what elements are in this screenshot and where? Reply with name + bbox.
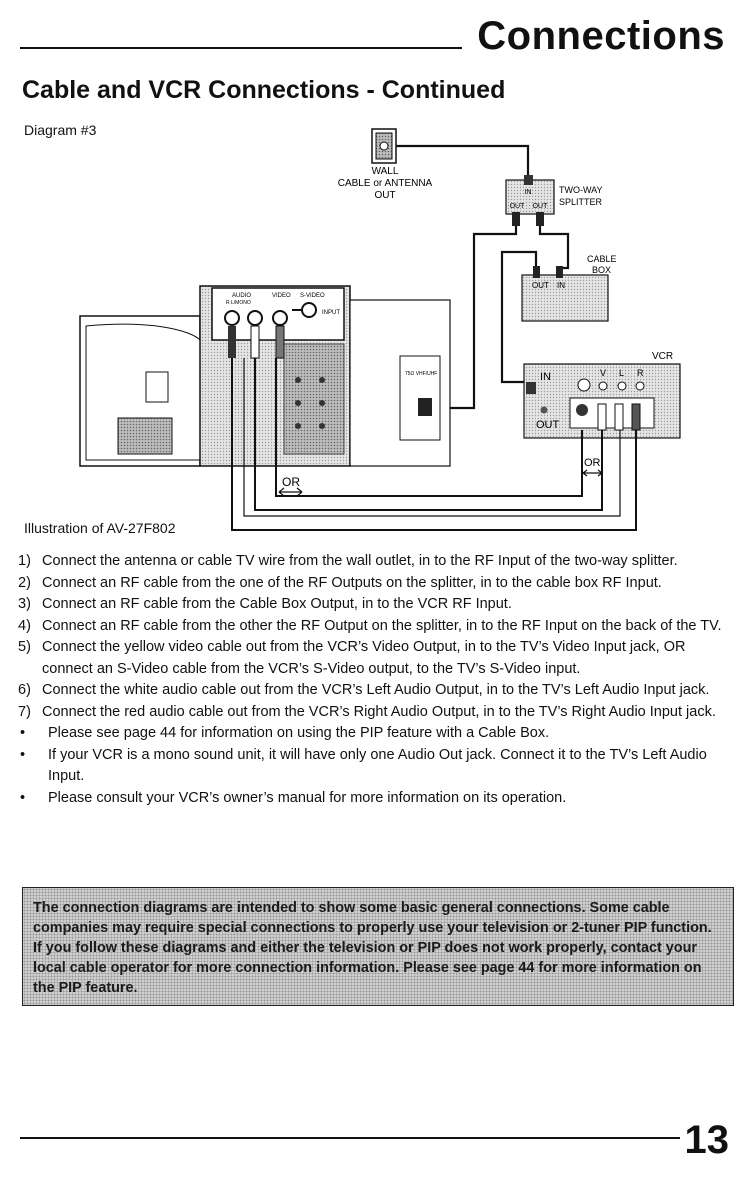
bullet-mark: • [20, 725, 26, 741]
step-item: 5) Connect the yellow video cable out fro… [18, 637, 738, 680]
or-arrow-vcr [582, 469, 603, 477]
two-way-splitter [505, 175, 555, 226]
step-text: Connect the yellow video cable out from … [42, 639, 686, 677]
or-label-tv: OR [282, 475, 300, 489]
step-number: 1) [18, 553, 31, 569]
step-number: 3) [18, 596, 31, 612]
wall-to-splitter-cable [396, 144, 530, 180]
splitter-out1-label: OUT [510, 203, 526, 210]
header-rule [20, 47, 462, 49]
video-cable [275, 358, 583, 497]
note-box: The connection diagrams are intended to … [22, 887, 734, 1006]
step-text: Connect the white audio cable out from t… [42, 682, 710, 698]
step-text: Connect the red audio cable out from the… [42, 703, 716, 720]
step-number: 6) [18, 682, 31, 698]
step-number: 2) [18, 574, 31, 591]
tv-set [79, 285, 451, 467]
step-text: Connect an RF cable from the Cable Box O… [42, 596, 512, 612]
or-arrow-tv [278, 487, 303, 497]
cable-box-label-2: BOX [592, 265, 611, 275]
tv-audio-sub-label: R L/MONO [226, 300, 251, 306]
illustration-label: Illustration of AV-27F802 [24, 520, 176, 536]
tv-svideo-label: S-VIDEO [300, 293, 325, 299]
splitter-out2-label: OUT [533, 203, 549, 210]
wall-label-1: WALL [372, 166, 399, 177]
left-audio-cable [254, 358, 603, 511]
tv-input-label: INPUT [322, 310, 340, 316]
bullet-item: • If your VCR is a mono sound unit, it wi… [18, 745, 738, 788]
bullet-text: Please consult your VCR’s owner’s manual… [48, 789, 567, 806]
note-text: The connection diagrams are intended to … [33, 900, 712, 996]
cable-box-label-1: CABLE [587, 254, 617, 264]
or-label-vcr: OR [584, 457, 601, 469]
step-item: 2) Connect an RF cable from the one of th… [18, 573, 738, 595]
instruction-list: 1) Connect the antenna or cable TV wire f… [18, 551, 738, 809]
step-item: 3) Connect an RF cable from the Cable Box… [18, 594, 738, 616]
vcr-l-label: L [619, 368, 624, 378]
step-number: 5) [18, 639, 31, 655]
connection-diagram: WALL CABLE or ANTENNA OUT IN OUT OUT TWO… [79, 128, 681, 531]
bullet-item: • Please consult your VCR’s owner’s manua… [18, 788, 738, 810]
diagram-label: Diagram #3 [24, 122, 97, 138]
splitter-label-2: SPLITTER [559, 197, 603, 207]
vcr-r-label: R [637, 368, 644, 378]
tv-audio-label: AUDIO [232, 293, 251, 299]
tv-rf-label: 75Ω VHF/UHF [405, 371, 437, 377]
page-title: Connections [477, 14, 725, 58]
splitter-label-1: TWO-WAY [559, 185, 603, 195]
vcr-label: VCR [652, 351, 673, 362]
step-item: 4) Connect an RF cable from the other the… [18, 616, 738, 638]
bullet-text: If your VCR is a mono sound unit, it wil… [48, 746, 707, 785]
step-text: Connect an RF cable from the one of the … [42, 574, 662, 591]
svideo-cable [243, 358, 621, 517]
splitter-to-cablebox-cable [538, 226, 570, 270]
vcr-in-label: IN [540, 371, 551, 383]
cable-box-out-label: OUT [532, 281, 549, 290]
vcr [523, 363, 681, 439]
right-audio-cable [231, 358, 637, 531]
bullet-text: Please see page 44 for information on us… [48, 725, 550, 741]
bullet-mark: • [20, 789, 26, 806]
bullet-mark: • [20, 746, 26, 763]
wall-label-2: CABLE or ANTENNA [338, 178, 433, 189]
wall-outlet [371, 128, 397, 164]
step-number: 7) [18, 703, 31, 720]
step-text: Connect the antenna or cable TV wire fro… [42, 553, 678, 569]
bullet-item: • Please see page 44 for information on u… [18, 723, 738, 745]
step-item: 7) Connect the red audio cable out from t… [18, 702, 738, 724]
vcr-v-label: V [600, 368, 606, 378]
step-item: 6) Connect the white audio cable out from… [18, 680, 738, 702]
tv-video-label: VIDEO [272, 293, 291, 299]
step-item: 1) Connect the antenna or cable TV wire f… [18, 551, 738, 573]
cable-box [521, 266, 609, 322]
wall-label-3: OUT [374, 190, 395, 201]
footer-rule [20, 1137, 680, 1139]
cablebox-to-vcr-cable [500, 250, 538, 384]
splitter-to-tv-cable [432, 226, 518, 410]
splitter-in-label: IN [525, 189, 532, 196]
vcr-out-label: OUT [536, 419, 560, 431]
page-number: 13 [684, 1118, 730, 1162]
section-title: Cable and VCR Connections - Continued [22, 76, 506, 104]
step-text: Connect an RF cable from the other the R… [42, 617, 722, 634]
step-number: 4) [18, 617, 31, 634]
cable-box-in-label: IN [557, 281, 565, 290]
